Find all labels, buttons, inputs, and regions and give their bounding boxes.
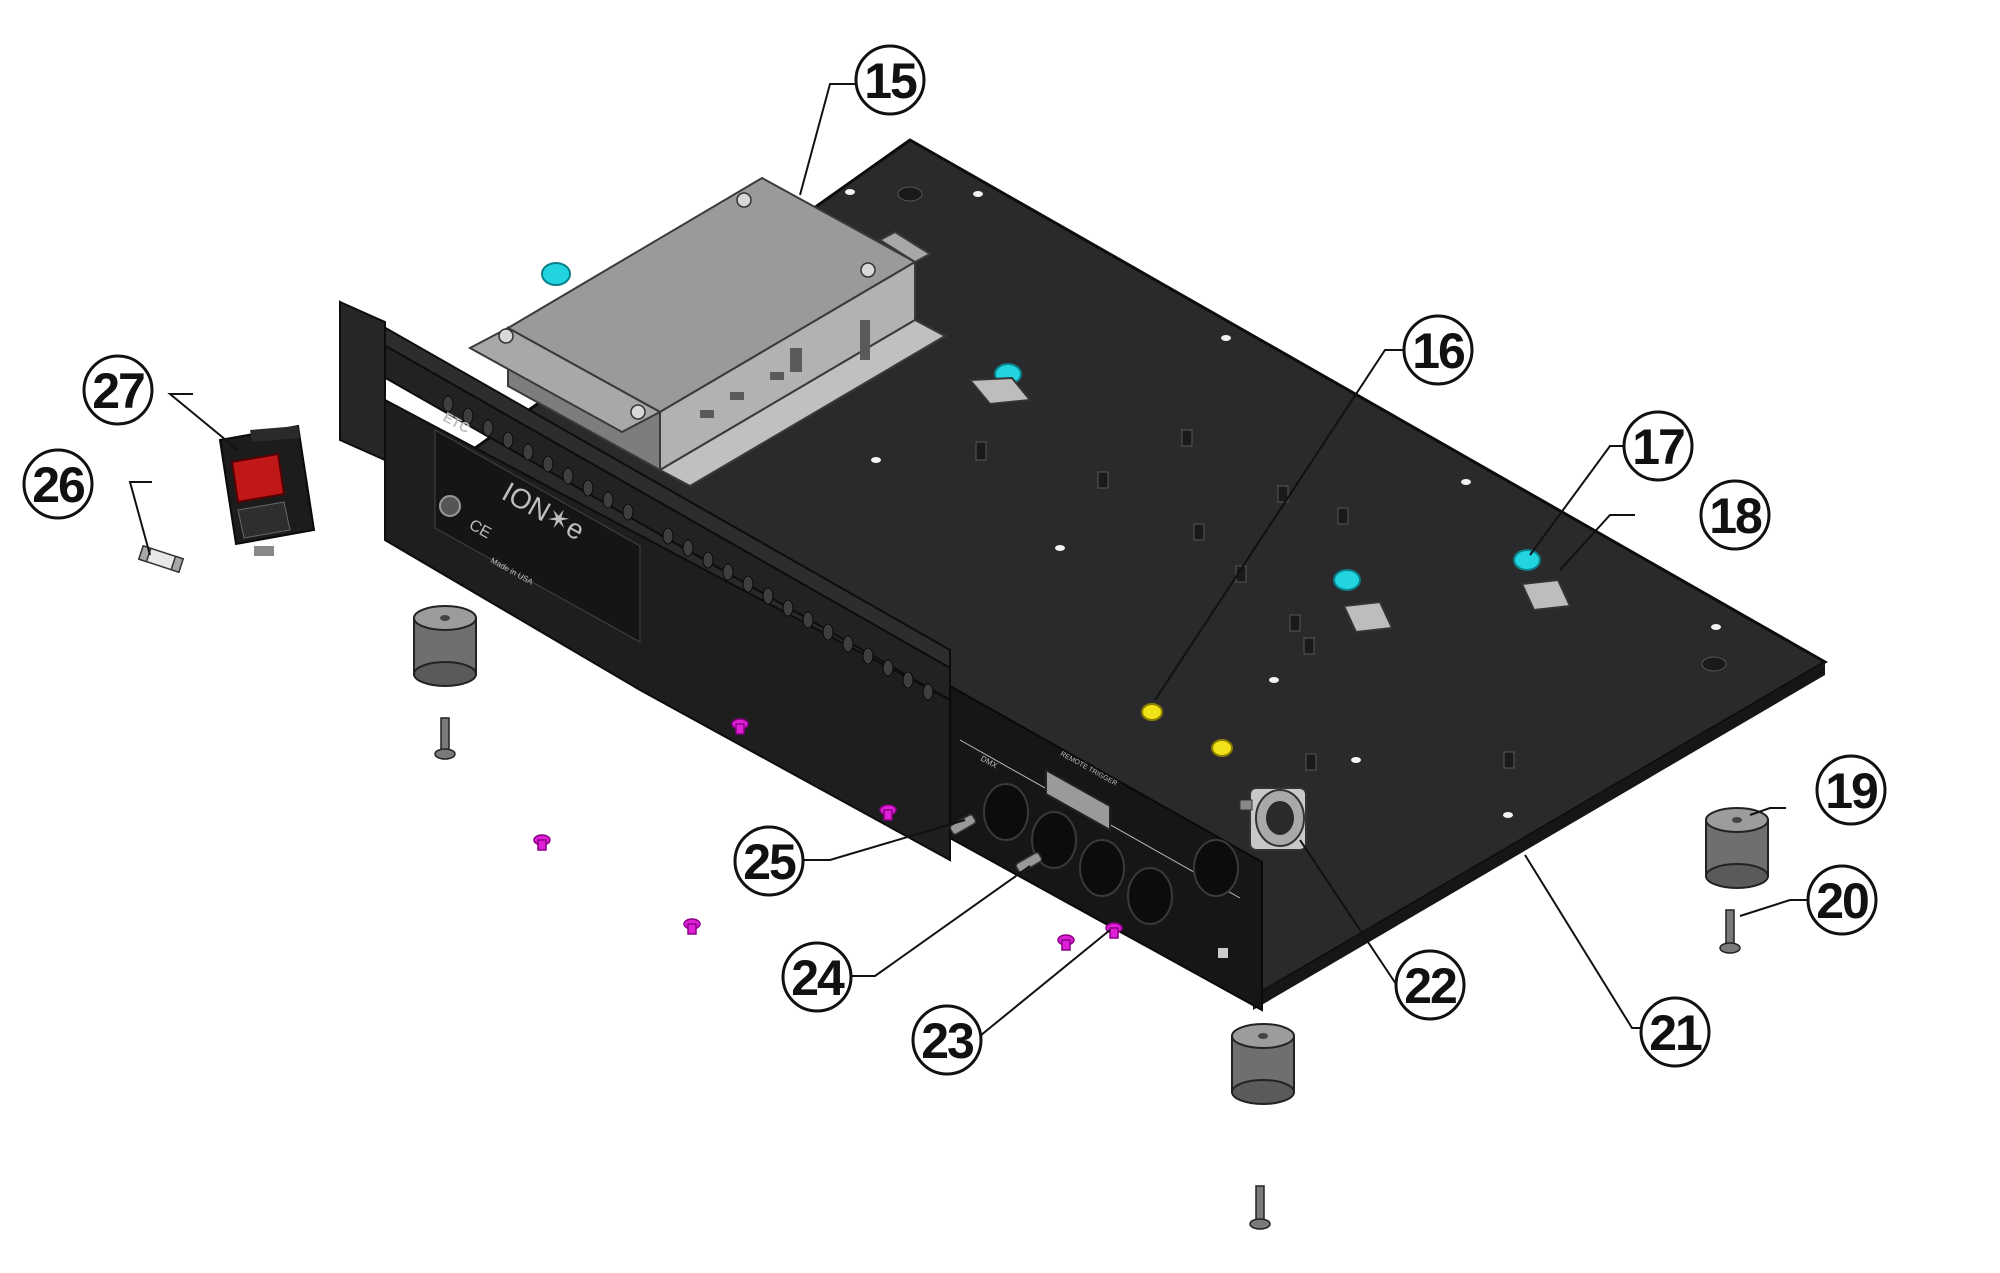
yellow-nut — [1141, 703, 1233, 757]
callout-label: 25 — [743, 834, 796, 890]
callout-label: 18 — [1709, 488, 1762, 544]
fuse — [137, 544, 185, 574]
power-inlet-socket — [439, 495, 461, 517]
callout-22: 22 — [1394, 949, 1466, 1021]
callout-label: 23 — [921, 1013, 973, 1069]
power-entry-module — [218, 424, 316, 556]
callout-label: 19 — [1825, 763, 1877, 819]
callout-label: 17 — [1632, 419, 1684, 475]
callout-label: 16 — [1412, 323, 1464, 379]
vent-perforations — [442, 395, 934, 701]
callout-19: 19 — [1815, 754, 1887, 826]
callout-25: 25 — [733, 825, 805, 897]
callout-label: 15 — [864, 53, 917, 109]
callout-16: 16 — [1402, 314, 1474, 386]
callout-label: 26 — [32, 457, 84, 513]
db15-connector — [1045, 768, 1111, 832]
callout-23: 23 — [911, 1004, 983, 1076]
magenta-screw — [533, 718, 1123, 951]
callout-15: 15 — [854, 44, 926, 116]
front-panel-rail: ETC ION✶e CE Made in USA — [339, 300, 951, 862]
callout-label: 24 — [791, 950, 845, 1006]
callout-26: 26 — [22, 448, 94, 520]
callout-label: 20 — [1816, 873, 1868, 929]
foot-screw — [434, 717, 1741, 1230]
callout-24: 24 — [781, 941, 853, 1013]
cable-clamp — [967, 376, 1572, 634]
callout-label: 22 — [1404, 958, 1456, 1014]
callout-label: 27 — [92, 363, 144, 419]
callout-20: 20 — [1806, 864, 1878, 936]
cyan-nut — [541, 262, 1541, 591]
callout-label: 21 — [1649, 1005, 1702, 1061]
xlr-port — [983, 783, 1239, 925]
rubber-foot — [413, 605, 1769, 1105]
lock-slot — [1218, 948, 1228, 958]
callout-18: 18 — [1699, 479, 1771, 551]
callout-21: 21 — [1639, 996, 1711, 1068]
power-supply-module — [467, 176, 948, 488]
callout-27: 27 — [82, 354, 154, 426]
standoff-screw — [949, 814, 1043, 873]
xlr-connector — [1239, 787, 1307, 851]
callout-17: 17 — [1622, 410, 1694, 482]
